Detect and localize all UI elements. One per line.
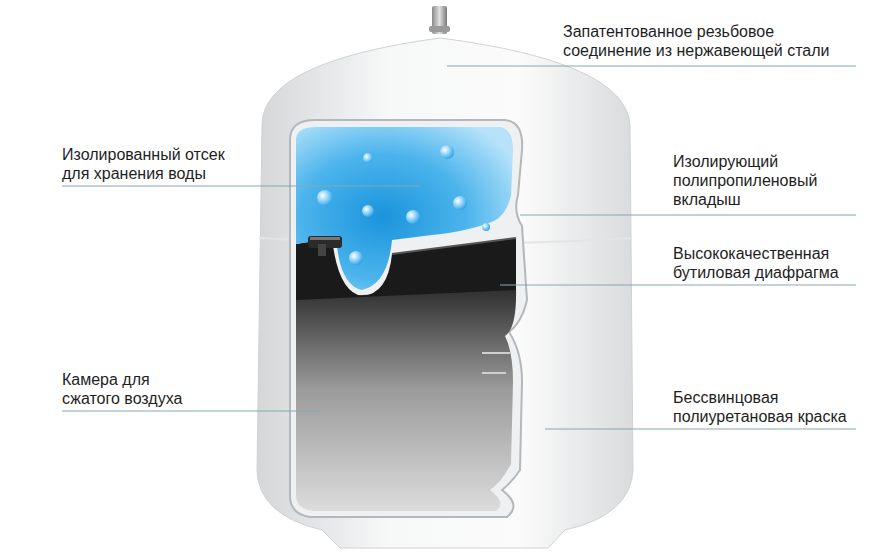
- part-label: Запатентованное резьбовое соединение из …: [563, 22, 853, 60]
- part-label: Бессвинцовая полиуретановая краска: [673, 388, 868, 426]
- part-label: Изолированный отсек для хранения воды: [62, 145, 252, 183]
- part-label: Высококачественная бутиловая диафрагма: [673, 244, 863, 282]
- part-label: Изолирующий полипропиленовый вкладыш: [673, 152, 823, 209]
- part-label: Камера для сжатого воздуха: [62, 370, 207, 408]
